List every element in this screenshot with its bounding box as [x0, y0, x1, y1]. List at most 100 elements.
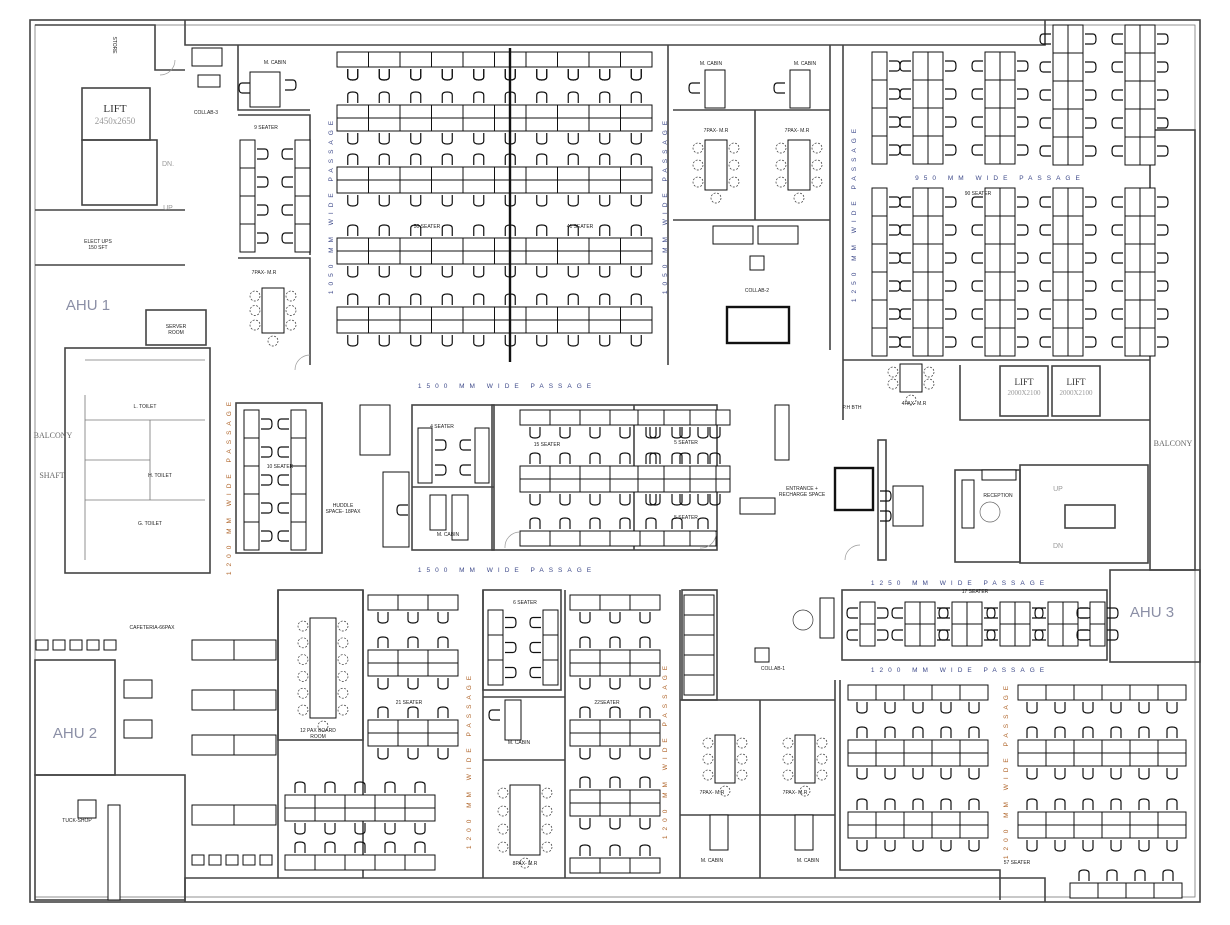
chair — [811, 142, 823, 154]
l-toilet-label: L. TOILET — [134, 404, 157, 410]
chair — [899, 116, 911, 128]
workstation-desk — [397, 719, 429, 734]
workstation-desk — [1062, 601, 1079, 625]
chair — [775, 176, 787, 188]
workstation-desk — [519, 478, 551, 493]
workstation-desk — [1139, 24, 1156, 54]
workstation-desk — [620, 104, 653, 119]
workstation-desk — [579, 478, 611, 493]
workstation-desk — [1157, 739, 1187, 754]
chair — [441, 335, 453, 347]
balcony-label: BALCONY — [34, 431, 73, 440]
chair — [938, 607, 950, 619]
chair — [249, 319, 261, 331]
workstation-desk — [368, 319, 401, 334]
workstation-desk — [579, 465, 611, 480]
workstation-desk — [1101, 684, 1131, 701]
chair — [945, 224, 957, 236]
chair — [1107, 607, 1119, 619]
workstation-desk — [557, 51, 590, 68]
chair — [529, 494, 541, 506]
chair — [473, 335, 485, 347]
workstation-desk — [525, 306, 558, 321]
workstation-desk — [959, 811, 989, 826]
walls — [29, 19, 1201, 903]
workstation-desk — [1124, 215, 1141, 245]
workstation-desk — [557, 319, 590, 334]
chair — [297, 620, 309, 632]
chair — [347, 195, 359, 207]
passage-1200-toilets: 1200 MM WIDE PASSAGE — [226, 397, 233, 575]
chair — [889, 60, 901, 72]
workstation-desk — [620, 237, 653, 252]
workstation-desk — [1052, 299, 1069, 329]
workstation-desk — [620, 179, 653, 194]
workstation-desk — [1124, 271, 1141, 301]
workstation-desk — [462, 306, 495, 321]
workstation-desk — [999, 299, 1016, 329]
workstation-desk — [569, 662, 601, 677]
bench — [739, 497, 776, 515]
chair — [441, 293, 453, 305]
chair — [277, 474, 289, 486]
chair — [639, 678, 651, 690]
workstation-desk — [1157, 684, 1187, 701]
chair — [968, 768, 980, 780]
workstation-desk — [1014, 623, 1031, 647]
mr7-label: 7PAX- M.R — [704, 128, 729, 134]
chair — [639, 748, 651, 760]
workstation-desk — [1139, 215, 1156, 245]
workstation-desk — [966, 623, 983, 647]
workstation-desk — [336, 306, 369, 321]
chair — [579, 818, 591, 830]
workstation-desk — [1139, 243, 1156, 273]
chair — [354, 781, 366, 793]
chair — [441, 91, 453, 103]
workstation-desk — [431, 166, 464, 181]
chair — [899, 280, 911, 292]
workstation-desk — [1124, 187, 1141, 217]
workstation-desk — [871, 271, 888, 301]
workstation-desk — [569, 594, 601, 611]
workstation-desk — [1157, 824, 1187, 839]
workstation-desk — [359, 404, 391, 456]
workstation-desk — [757, 225, 799, 245]
workstation-desk — [588, 104, 621, 119]
chair — [536, 69, 548, 81]
chair — [567, 69, 579, 81]
chair — [899, 88, 911, 100]
chair — [459, 439, 471, 451]
chair — [728, 142, 740, 154]
workstation-desk — [903, 739, 933, 754]
chair — [505, 666, 517, 679]
workstation-desk — [368, 306, 401, 321]
workstation-desk — [1139, 52, 1156, 82]
chair — [410, 69, 422, 81]
chair — [702, 737, 714, 749]
workstation-desk — [620, 117, 653, 132]
chair — [630, 133, 642, 145]
chair — [567, 335, 579, 347]
workstation-desk — [1045, 684, 1075, 701]
workstation-desk — [999, 243, 1016, 273]
chair — [441, 224, 453, 236]
passage-1200-lower-mid: 1200 MM WIDE PASSAGE — [662, 661, 669, 839]
workstation-desk — [931, 824, 961, 839]
workstation-desk — [1139, 136, 1156, 166]
workstation-desk — [903, 684, 933, 701]
workstation-desk — [336, 250, 369, 265]
workstation-desk — [629, 732, 661, 747]
chair — [505, 616, 517, 629]
workstation-desk — [239, 223, 256, 253]
seater6-label: 6 SEATER — [513, 600, 537, 606]
workstation-desk — [427, 732, 459, 747]
workstation-desk — [462, 319, 495, 334]
workstation-desk — [904, 601, 921, 625]
workstation-desk — [519, 530, 551, 547]
workstation-desk — [609, 478, 641, 493]
workstation-desk — [1124, 52, 1141, 82]
chair — [337, 687, 349, 699]
workstation-desk — [1052, 52, 1069, 82]
chair — [709, 494, 721, 506]
workstation-desk — [462, 104, 495, 119]
